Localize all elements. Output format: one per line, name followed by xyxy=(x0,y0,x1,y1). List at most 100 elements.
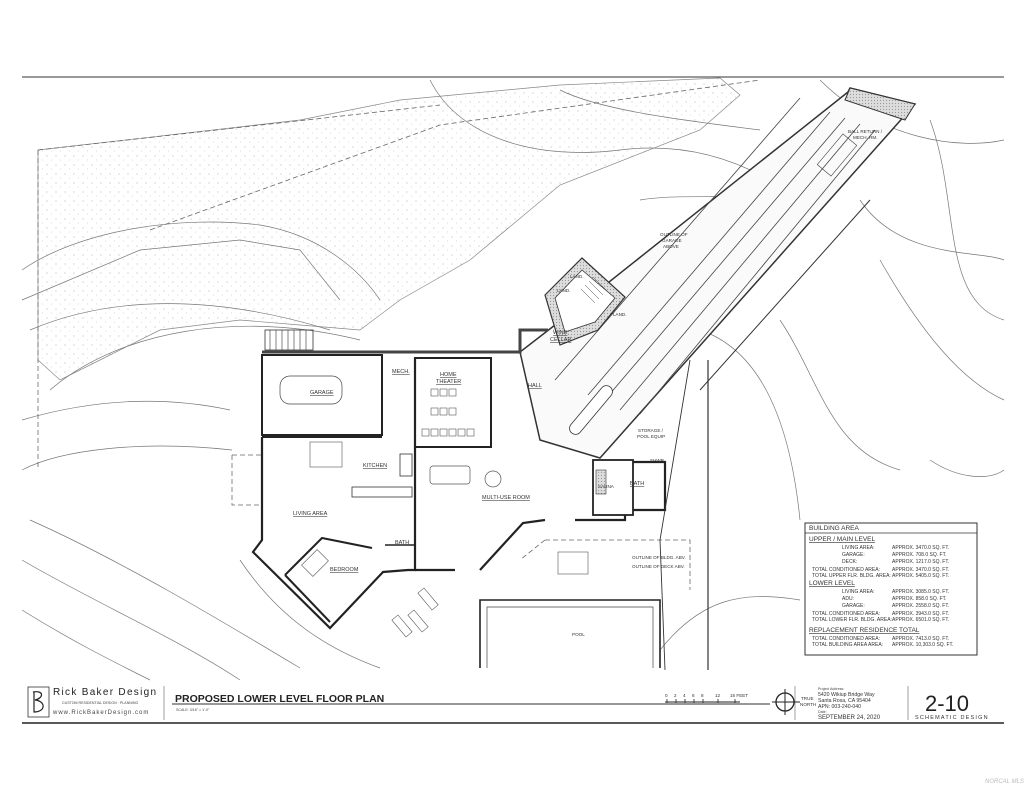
label-garage-above-1: OUTLINE OF xyxy=(660,232,688,237)
scale-tick: 2 xyxy=(674,693,677,698)
label-sauna: SAUNA xyxy=(598,484,615,489)
area-value: APPROX. 6501.0 SQ. FT. xyxy=(892,617,949,623)
total-heading: REPLACEMENT RESIDENCE TOTAL xyxy=(809,627,920,634)
area-value: APPROX. 1217.0 SQ. FT. xyxy=(892,559,949,565)
round-table-icon xyxy=(484,470,502,488)
exterior-stairs xyxy=(264,329,314,351)
label-mech: MECH. xyxy=(392,369,410,375)
lower-level-heading: LOWER LEVEL xyxy=(809,580,855,587)
scale-note: SCALE: 3/16" = 1'-0" xyxy=(176,708,210,712)
scale-tick: 8 xyxy=(701,693,704,698)
date: SEPTEMBER 24, 2020 xyxy=(818,715,881,721)
upper-level-heading: UPPER / MAIN LEVEL xyxy=(809,536,875,543)
firm-name: Rick Baker Design xyxy=(53,687,157,698)
scale-bar: 0 2 4 6 8 12 16 FEET xyxy=(665,693,748,703)
home-theater-room xyxy=(414,357,492,448)
date-label: Date: xyxy=(818,710,827,714)
address-line-2: Santa Rosa, CA 95404 xyxy=(818,698,871,704)
area-value: APPROX. 5405.0 SQ. FT. xyxy=(892,573,949,579)
room-labels: GARAGE MECH. HOME THEATER HALL WINE CELL… xyxy=(293,129,883,637)
area-label: TOTAL CONDITIONED AREA: xyxy=(812,611,880,617)
firm-tagline: CUSTOM RESIDENTIAL DESIGN · PLANNING xyxy=(62,701,138,705)
area-label: GARAGE: xyxy=(842,552,865,558)
apn: APN: 003-240-040 xyxy=(818,704,861,710)
area-label: TOTAL BUILDING AREA AREA: xyxy=(812,642,883,648)
area-label: LIVING AREA: xyxy=(842,589,875,595)
label-land-1: LAND. xyxy=(570,274,584,279)
dining-table xyxy=(309,441,343,468)
area-label: LIVING AREA: xyxy=(842,545,875,551)
north-arrow-icon xyxy=(772,689,800,715)
sheet-title: PROPOSED LOWER LEVEL FLOOR PLAN xyxy=(175,693,384,705)
pool-area xyxy=(391,587,661,668)
main-building xyxy=(231,199,871,671)
area-label: TOTAL CONDITIONED AREA: xyxy=(812,567,880,573)
address-label: Project Address: xyxy=(818,687,844,691)
label-land-2: LAND. xyxy=(557,288,571,293)
area-value: APPROX. 3470.0 SQ. FT. xyxy=(892,567,949,573)
area-label: GARAGE: xyxy=(842,603,865,609)
stippled-slope-area xyxy=(37,77,741,381)
kitchen-counter xyxy=(351,486,413,498)
label-garage-above-2: GARAGE xyxy=(662,238,682,243)
scale-tick: 12 xyxy=(715,693,721,698)
theater-seats xyxy=(421,388,475,437)
area-label: TOTAL LOWER FLR. BLDG. AREA: xyxy=(812,617,892,623)
bowling-alley-wing xyxy=(519,87,917,459)
area-value: APPROX. 3470.0 SQ. FT. xyxy=(892,545,949,551)
north-label-1: TRUE xyxy=(801,696,814,701)
label-bedroom: BEDROOM xyxy=(330,567,359,573)
area-label: TOTAL UPPER FLR. BLDG. AREA: xyxy=(812,573,891,579)
label-garage-above-3: ABOVE xyxy=(663,244,679,249)
label-shwr: SHWR xyxy=(650,458,665,463)
label-home-theater-2: THEATER xyxy=(436,379,461,385)
label-pool: POOL xyxy=(572,632,585,637)
area-label: DECK: xyxy=(842,559,857,565)
garage-room xyxy=(261,354,383,436)
label-home-theater-1: HOME xyxy=(440,372,457,378)
label-hall: HALL xyxy=(528,383,542,389)
area-value: APPROX. 3085.0 SQ. FT. xyxy=(892,589,949,595)
pool-table-icon xyxy=(429,465,471,485)
label-outline-bldg: OUTLINE OF BLDG. ABV. xyxy=(632,555,686,560)
label-garage: GARAGE xyxy=(310,390,334,396)
area-value: APPROX. 708.0 SQ. FT. xyxy=(892,552,946,558)
label-wine-1: WINE xyxy=(553,330,568,336)
label-storage-2: POOL EQUIP xyxy=(637,434,665,439)
label-outline-deck: OUTLINE OF DECK ABV. xyxy=(632,564,685,569)
address-line-1: 5420 Wikiup Bridge Way xyxy=(818,692,875,698)
label-bath-2: BATH xyxy=(630,481,644,487)
building-area-table: BUILDING AREA UPPER / MAIN LEVEL LIVING … xyxy=(804,522,978,656)
area-label: ADU: xyxy=(842,596,854,602)
firm-logo xyxy=(27,686,50,718)
lounge-chairs xyxy=(391,587,439,638)
label-land-3: LAND. xyxy=(613,312,627,317)
area-value: APPROX. 7413.0 SQ. FT. xyxy=(892,636,949,642)
phase-label: SCHEMATIC DESIGN xyxy=(915,715,989,721)
outdoor-dining-table xyxy=(557,551,589,575)
label-multi-use-room: MULTI-USE ROOM xyxy=(482,495,530,501)
scale-tick: 0 xyxy=(665,693,668,698)
label-bath-1: BATH xyxy=(395,540,409,546)
label-ball-return-1: BALL RETURN / xyxy=(848,129,883,134)
area-label: TOTAL CONDITIONED AREA: xyxy=(812,636,880,642)
sheet-number: 2-10 xyxy=(925,691,969,716)
title-block: Rick Baker Design CUSTOM RESIDENTIAL DES… xyxy=(22,686,1004,724)
car-icon xyxy=(279,375,343,405)
label-ball-return-2: MECH. RM. xyxy=(853,135,878,140)
scale-tick: 4 xyxy=(683,693,686,698)
area-value: APPROX. 10,303.0 SQ. FT. xyxy=(892,642,953,648)
area-value: APPROX. 3943.0 SQ. FT. xyxy=(892,611,949,617)
area-value: APPROX. 2558.0 SQ. FT. xyxy=(892,603,949,609)
area-value: APPROX. 858.0 SQ. FT. xyxy=(892,596,946,602)
scale-tick: 6 xyxy=(692,693,695,698)
label-living-area: LIVING AREA xyxy=(293,511,328,517)
bed-icon xyxy=(301,549,329,577)
label-kitchen: KITCHEN xyxy=(363,463,387,469)
building-area-title: BUILDING AREA xyxy=(809,525,860,532)
label-wine-2: CELLAR xyxy=(550,337,571,343)
scale-tick: 16 FEET xyxy=(730,693,748,698)
north-label-2: NORTH xyxy=(800,702,816,707)
site-terrain xyxy=(21,77,1005,681)
